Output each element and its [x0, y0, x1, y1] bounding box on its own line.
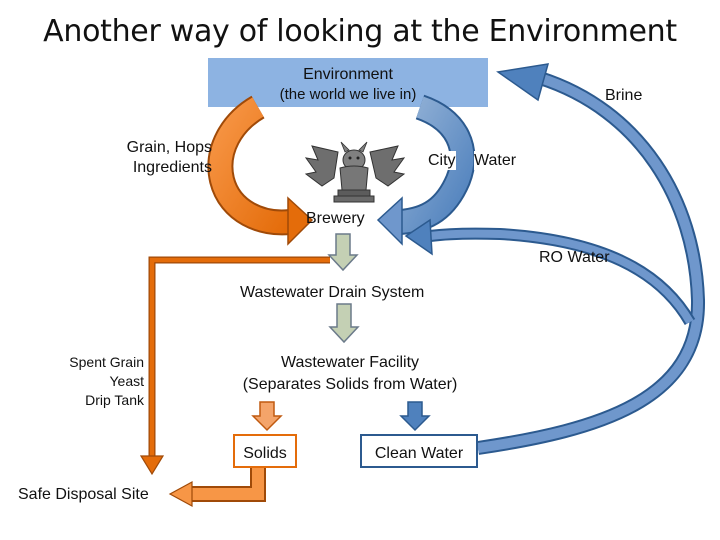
facility-to-clean-water-arrow	[399, 401, 431, 432]
spent-grain-arrow	[139, 256, 330, 476]
solids-label: Solids	[243, 445, 287, 462]
brewery-label: Brewery	[306, 210, 365, 227]
solids-disposal-arrow	[168, 466, 266, 508]
yeast-label: Yeast	[109, 373, 144, 389]
ingredients-label: Grain, Hops	[126, 139, 212, 156]
water-label: Water	[474, 151, 517, 170]
environment-sublabel: (the world we live in)	[279, 86, 417, 103]
drip-tank-label: Drip Tank	[85, 392, 144, 408]
facility-to-solids-arrow	[251, 401, 283, 432]
drain-system-label: Wastewater Drain System	[240, 284, 425, 301]
environment-label: Environment	[303, 66, 393, 83]
gargoyle-icon	[304, 141, 406, 203]
city-label: City	[428, 151, 456, 170]
clean-water-box	[360, 434, 478, 468]
city-water-curved-arrow	[376, 94, 476, 246]
drain-to-facility-arrow	[328, 303, 360, 344]
disposal-site-label: Safe Disposal Site	[18, 486, 149, 503]
ingredients-sublabel: Ingredients	[132, 159, 212, 176]
solids-box	[233, 434, 297, 468]
facility-sublabel: (Separates Solids from Water)	[242, 376, 458, 393]
spent-grain-label: Spent Grain	[69, 354, 144, 370]
environment-box	[208, 58, 488, 107]
ro-water-arrow	[404, 218, 696, 326]
ro-water-label: RO Water	[539, 249, 610, 266]
brewery-to-drain-arrow	[327, 233, 359, 272]
brine-return-arrow	[476, 63, 706, 455]
clean-water-label: Clean Water	[374, 445, 464, 462]
ingredients-curved-arrow	[207, 95, 314, 246]
page-title: Another way of looking at the Environmen…	[43, 14, 677, 49]
facility-label: Wastewater Facility	[280, 354, 420, 371]
brine-label: Brine	[605, 87, 643, 104]
